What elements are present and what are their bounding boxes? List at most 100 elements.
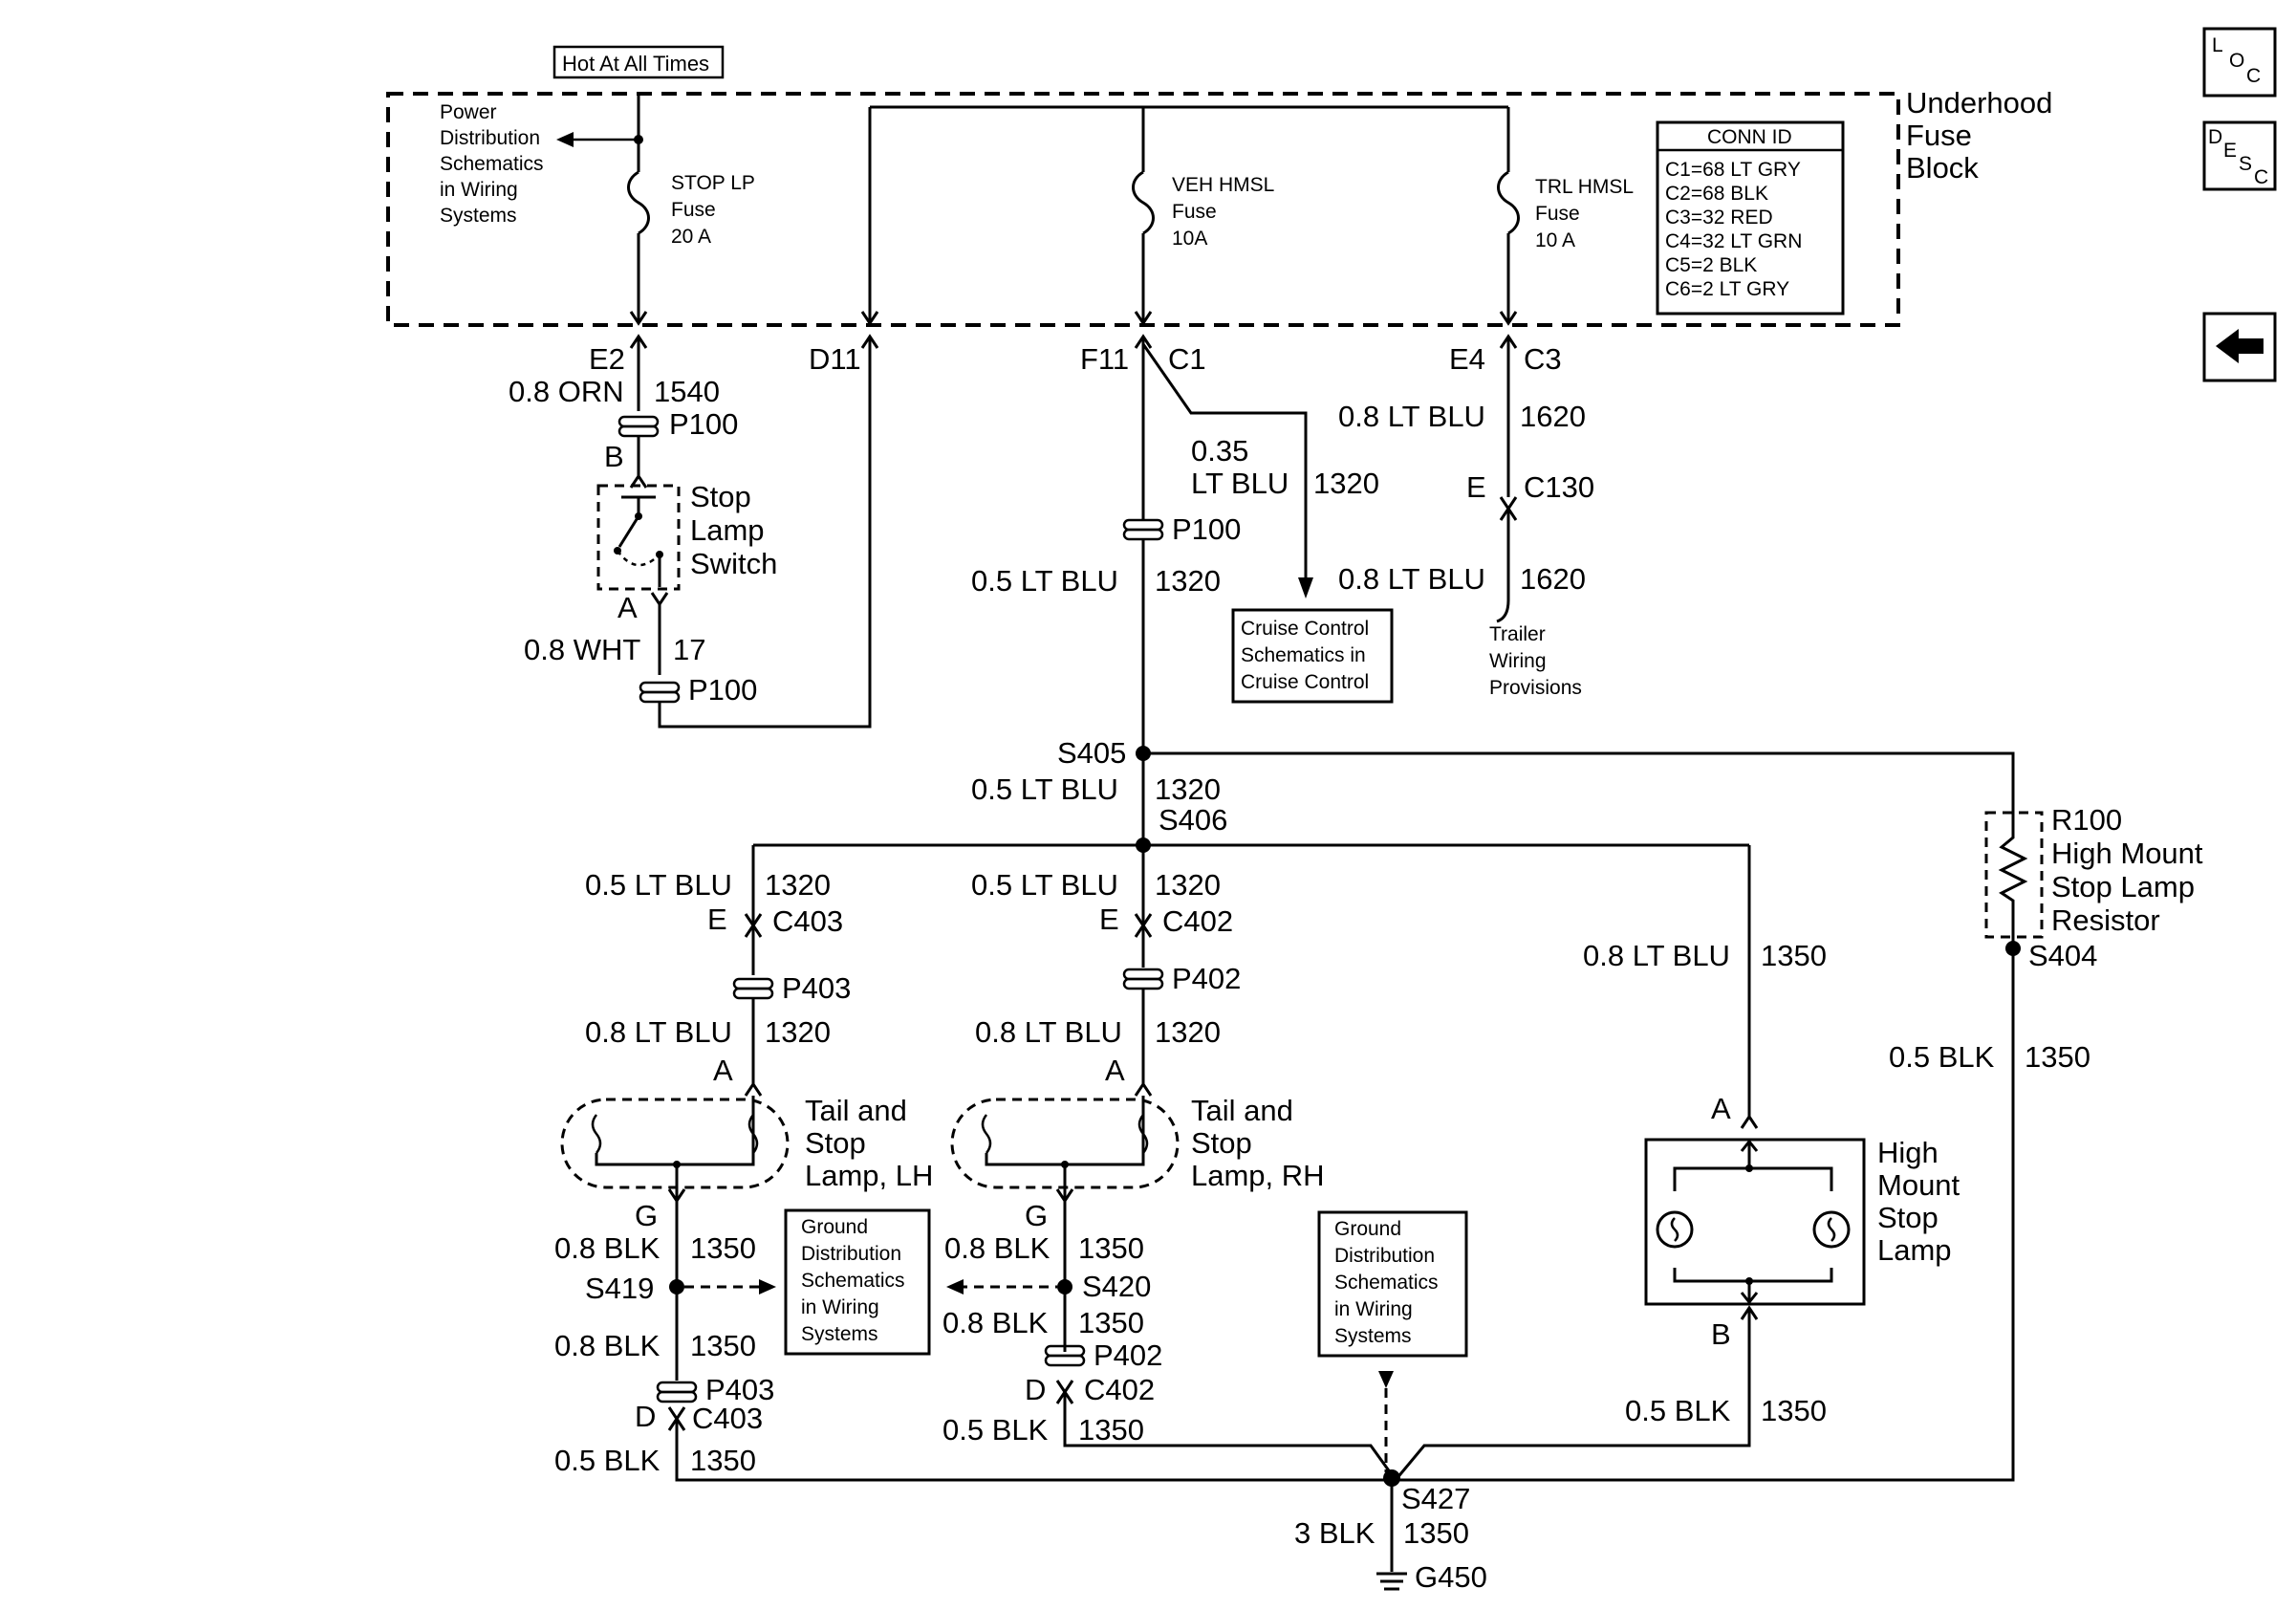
hmsl-ground-color: 0.5 BLK <box>1625 1394 1731 1427</box>
lh-g-label: G <box>635 1199 658 1232</box>
loc-letter: L <box>2212 34 2223 56</box>
high-mount-stop-lamp-box <box>1644 1138 1866 1306</box>
fuse-block-title-2: Fuse <box>1906 119 1972 152</box>
s420-splice <box>1057 1279 1072 1295</box>
lh-ground-circuit-3: 1350 <box>690 1444 756 1477</box>
power-dist-label-3: Schematics <box>440 153 544 175</box>
c402-d-label: D <box>1025 1373 1046 1406</box>
cruise-wire-gauge: 0.35 <box>1191 434 1248 468</box>
p100-passthrough-icon <box>639 690 681 704</box>
hmsl-label-2: Mount <box>1877 1168 1960 1202</box>
s405-wire-circuit: 1320 <box>1155 772 1221 806</box>
c130-label: C130 <box>1524 470 1594 504</box>
lh-wire-circuit-upper: 1320 <box>765 868 831 902</box>
r100-ground-color: 0.5 BLK <box>1889 1040 1995 1074</box>
rh-ground-color-2: 0.8 BLK <box>942 1306 1049 1339</box>
p402-label: P402 <box>1172 962 1241 995</box>
stop-lamp-switch-blade <box>617 515 640 548</box>
desc-button[interactable]: D E S C <box>2202 120 2277 191</box>
ground-dist-ref-2-line: Distribution <box>1334 1245 1435 1267</box>
veh-fuse-label-2: Fuse <box>1172 201 1217 223</box>
f11-label: F11 <box>1080 342 1129 376</box>
power-dist-label-2: Distribution <box>440 127 540 149</box>
tail-lamp-rh-label-2: Stop <box>1191 1126 1252 1160</box>
stop-fuse-label-3: 20 A <box>671 226 711 248</box>
rh-ground-circuit: 1350 <box>1078 1231 1144 1265</box>
rh-lamp-node <box>1061 1161 1069 1168</box>
p402-passthrough-icon <box>1044 1354 1086 1367</box>
hmsl-label-4: Lamp <box>1877 1233 1952 1267</box>
p100-passthrough-icon <box>1122 528 1164 541</box>
r100-label-4: Resistor <box>2051 903 2160 937</box>
trl-fuse-icon <box>1497 170 1520 235</box>
conn-id-title: CONN ID <box>1707 126 1792 148</box>
ground-dist-ref-1-line: Distribution <box>801 1243 901 1265</box>
hmsl-ground-circuit: 1350 <box>1761 1394 1827 1427</box>
cruise-control-reference-box[interactable] <box>1231 608 1394 704</box>
wire-1620-circuit-lower: 1620 <box>1520 562 1586 596</box>
hmsl-bulb-filament-icon <box>1827 1217 1836 1242</box>
rh-wire-color-lower: 0.8 LT BLU <box>975 1015 1122 1049</box>
p403-label: P403 <box>782 971 851 1005</box>
lh-lamp-node <box>673 1161 681 1168</box>
stop-lamp-switch-label-1: Stop <box>690 480 751 513</box>
switch-a-label: A <box>617 591 638 624</box>
r100-resistor-outline <box>1984 811 2044 939</box>
trailer-wiring-label-2: Wiring <box>1489 650 1547 672</box>
d11-arrow-icon <box>860 311 879 326</box>
c403-d-label: D <box>635 1400 656 1433</box>
hmsl-wire-circuit: 1350 <box>1761 939 1827 972</box>
hot-at-all-times-label: Hot At All Times <box>562 52 709 76</box>
ground-dist-ref-2-line: Schematics <box>1334 1272 1439 1294</box>
loc-letter: O <box>2229 50 2244 72</box>
hmsl-bulb-icon <box>1812 1210 1851 1249</box>
s419-label: S419 <box>585 1272 654 1305</box>
loc-button[interactable]: L O C <box>2202 27 2277 98</box>
s419-splice <box>669 1279 684 1295</box>
hmsl-b-label: B <box>1711 1317 1731 1351</box>
p100-passthrough-icon <box>639 681 681 694</box>
ground-dist-ref-box-2[interactable] <box>1317 1210 1468 1358</box>
desc-letter: D <box>2208 126 2222 148</box>
cruise-arrow-icon <box>1298 577 1313 598</box>
r100-label-1: R100 <box>2051 803 2122 837</box>
back-button[interactable] <box>2202 312 2277 382</box>
rh-ground-color: 0.8 BLK <box>944 1231 1051 1265</box>
p100-label: P100 <box>1172 512 1241 546</box>
cruise-control-ref-2: Schematics in <box>1241 644 1366 666</box>
power-dist-label-1: Power <box>440 101 497 123</box>
r100-ground-to-s427 <box>1396 948 2015 1482</box>
lh-ground-color-3: 0.5 BLK <box>554 1444 661 1477</box>
lh-wire-color-lower: 0.8 LT BLU <box>585 1015 732 1049</box>
ground-dist-ref-box-1[interactable] <box>784 1208 931 1356</box>
s404-label: S404 <box>2028 939 2097 972</box>
trl-fuse-arrow-icon <box>1499 311 1518 326</box>
c130-e-label: E <box>1466 470 1486 504</box>
stop-fuse-icon <box>627 170 650 235</box>
conn-id-row: C5=2 BLK <box>1665 254 1757 276</box>
p403-passthrough-icon <box>656 1381 698 1394</box>
ground-dist-ref-1-line: in Wiring <box>801 1296 879 1318</box>
ground-dist-ref-2-line: in Wiring <box>1334 1298 1413 1320</box>
lh-ground-to-s427 <box>675 1419 1396 1482</box>
wire-17-to-d11 <box>658 337 872 729</box>
stop-fuse-label-2: Fuse <box>671 199 716 221</box>
g450-wire-circuit: 1350 <box>1403 1516 1469 1550</box>
wire-17-color: 0.8 WHT <box>524 633 640 666</box>
hmsl-inner-bottom <box>1673 1268 1833 1283</box>
switch-b-label: B <box>604 440 624 473</box>
p100-passthrough-icon <box>1122 518 1164 532</box>
conn-id-row: C1=68 LT GRY <box>1665 159 1801 181</box>
rh-g-label: G <box>1025 1199 1048 1232</box>
hmsl-label-3: Stop <box>1877 1201 1939 1234</box>
s420-ground-ref-arrow-icon <box>946 1279 964 1295</box>
trl-fuse-label-2: Fuse <box>1535 203 1580 225</box>
rh-bulb-filament-icon <box>981 1114 992 1154</box>
hot-at-all-times-box <box>552 45 725 79</box>
p402-passthrough-icon <box>1122 977 1164 990</box>
g450-wire-color: 3 BLK <box>1294 1516 1375 1550</box>
cruise-wire-circuit: 1320 <box>1313 467 1379 500</box>
rh-wire-color-upper: 0.5 LT BLU <box>971 868 1118 902</box>
ground-dist-ref-1-line: Ground <box>801 1216 868 1238</box>
